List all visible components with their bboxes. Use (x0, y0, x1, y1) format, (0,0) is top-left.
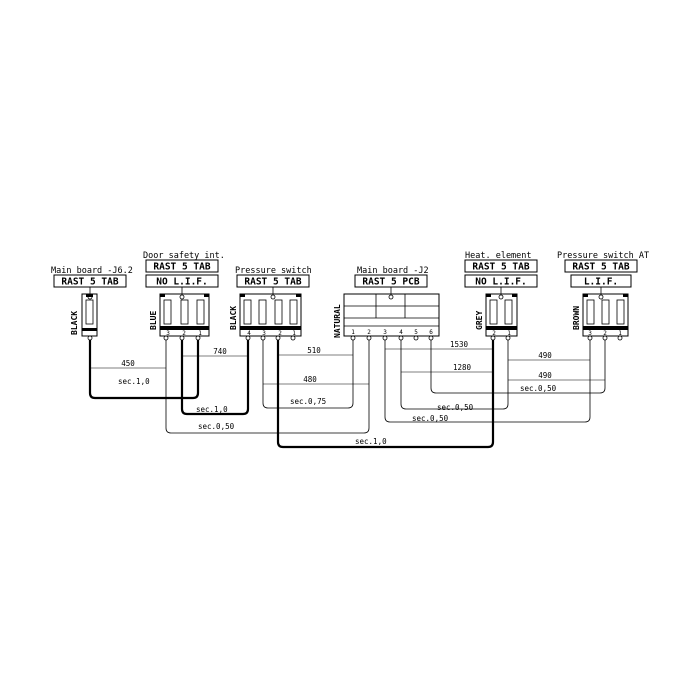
pin-label: 1 (198, 330, 202, 337)
pin-label: 1 (292, 330, 296, 337)
wire-section-label: sec.1,0 (196, 405, 228, 414)
housing-type-box (564, 259, 638, 273)
wire-section-label: sec.0,50 (198, 422, 235, 431)
housing-type-box (464, 259, 538, 273)
pin-label: 2 (367, 329, 371, 336)
connector-body (159, 293, 210, 337)
wire-color-label: BLACK (70, 311, 79, 335)
housing-type-label: RAST 5 TAB (572, 262, 629, 273)
housing-type-box (145, 259, 219, 273)
connector-body (343, 293, 440, 337)
pin-label: 3 (383, 329, 387, 336)
wire-door-to-j2 (165, 340, 370, 434)
dimension-label: 1280 (453, 363, 472, 372)
pin-label: 3 (588, 330, 592, 337)
connector-pressure-switch-at: Pressure switch AT RAST 5 TAB L.I.F. 3 2… (557, 251, 649, 341)
dimension-label: 490 (538, 371, 552, 380)
connector-title: Main board -J6.2 (51, 266, 133, 276)
connector-title: Pressure switch (235, 266, 312, 276)
wire-j2-to-psat (384, 340, 591, 423)
pin-label: 5 (414, 329, 418, 336)
dimension-label: 480 (303, 375, 317, 384)
connector-pressure-switch: Pressure switch RAST 5 TAB 4 3 2 1 BLACK (229, 266, 312, 341)
connector-body (239, 293, 302, 337)
pin-label: 4 (247, 330, 251, 337)
connector-main-board-j62: Main board -J6.2 RAST 5 TAB BLACK (51, 266, 133, 341)
wire-section-label: sec.0,50 (437, 403, 474, 412)
pin-label: 1 (507, 330, 511, 337)
pin-label: 2 (492, 330, 496, 337)
connector-heat-element: Heat. element RAST 5 TAB NO L.I.F. 2 1 G… (464, 251, 538, 341)
wire-j2-to-heat (400, 340, 509, 410)
pin-label: 3 (166, 330, 170, 337)
housing-type-label: RAST 5 TAB (61, 277, 118, 288)
dimension-label: 450 (121, 359, 135, 368)
dimension-label: 1530 (450, 340, 469, 349)
housing-type-label: RAST 5 TAB (153, 262, 210, 273)
wire-color-label: BROWN (572, 306, 581, 330)
wire-color-label: BLUE (149, 311, 158, 330)
pin-label: 1 (351, 329, 355, 336)
wire-section-label: sec.1,0 (118, 377, 150, 386)
connector-body (485, 293, 518, 337)
wire-section-label: sec.0,75 (290, 397, 326, 406)
wire-color-label: NATURAL (333, 304, 342, 338)
lif-label: NO L.I.F. (475, 277, 526, 288)
wire-section-label: sec.1,0 (355, 437, 387, 446)
dimension-lines: 450 740 510 480 1530 490 1280 490 (90, 340, 605, 385)
dimension-label: 510 (307, 346, 321, 355)
wire-color-label: BLACK (229, 306, 238, 330)
lif-label: NO L.I.F. (156, 277, 207, 288)
connector-title: Heat. element (465, 251, 532, 261)
lif-label: L.I.F. (584, 277, 618, 288)
dimension-label: 740 (213, 347, 227, 356)
dimension-label: 490 (538, 351, 552, 360)
connector-title: Main board -J2 (357, 266, 429, 276)
wires: sec.1,0 sec.1,0 sec.0,75 sec.0,50 sec.0,… (88, 340, 606, 449)
pin-label: 6 (429, 329, 433, 336)
pin-label: 2 (182, 330, 186, 337)
connector-main-board-j2: Main board -J2 RAST 5 PCB 1 2 3 4 5 6 NA… (333, 266, 440, 341)
wire-section-label: sec.0,50 (520, 384, 557, 393)
connector-title: Pressure switch AT (557, 251, 649, 261)
housing-type-label: RAST 5 TAB (244, 277, 301, 288)
wire-j2-to-psat-2 (430, 340, 606, 394)
wire-pswitch-to-j2 (262, 340, 354, 409)
wire-color-label: GREY (475, 311, 484, 330)
pin-label: 2 (278, 330, 282, 337)
wire-pswitch-to-heat (276, 340, 495, 449)
housing-type-label: RAST 5 PCB (362, 277, 419, 288)
pin-label: 3 (262, 330, 266, 337)
wire-door-to-pswitch (180, 340, 250, 416)
pin-label: 1 (618, 330, 622, 337)
connector-door-safety: Door safety int. RAST 5 TAB NO L.I.F. 3 … (143, 251, 225, 341)
wire-j62-to-door (88, 340, 200, 400)
wire-section-label: sec.0,50 (412, 414, 449, 423)
connector-title: Door safety int. (143, 251, 225, 261)
housing-type-label: RAST 5 TAB (472, 262, 529, 273)
pin-label: 2 (603, 330, 607, 337)
pin-label: 4 (399, 329, 403, 336)
